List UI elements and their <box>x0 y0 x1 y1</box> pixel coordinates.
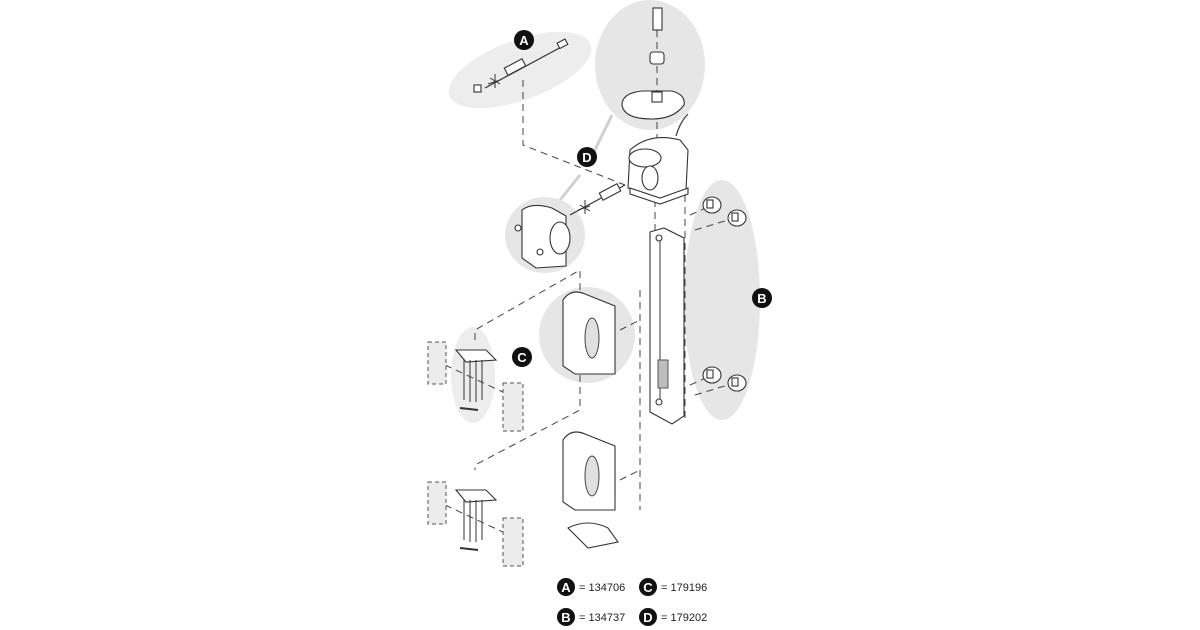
callout-d: D <box>577 147 597 167</box>
filter-sponges-lower <box>427 481 524 567</box>
parts-legend: A = 134706 C = 179196 B = 134737 D = 179… <box>557 578 707 626</box>
assembly-line-b <box>689 206 729 396</box>
group-b-highlight <box>684 180 760 420</box>
callout-d-letter: D <box>582 150 591 165</box>
legend-a-part-number: = 134706 <box>579 582 625 594</box>
filter-cartridge-lower <box>562 431 619 549</box>
legend-d-part-number: = 179202 <box>661 612 707 624</box>
impeller-housing-d <box>514 204 571 269</box>
callout-b: B <box>752 288 772 308</box>
assembly-line-pump <box>654 195 686 420</box>
assembly-line-c1 <box>474 269 581 470</box>
legend-a-letter: A <box>561 580 571 595</box>
legend-c-letter: C <box>643 580 653 595</box>
callout-a: A <box>514 30 534 50</box>
group-a-highlight <box>448 31 592 109</box>
legend-item-d: D = 179202 <box>639 608 707 626</box>
callout-c-letter: C <box>517 350 527 365</box>
filter-sponges-upper <box>427 341 524 432</box>
filter-cartridge-upper <box>562 291 616 375</box>
filter-body-b <box>649 227 685 425</box>
assembly-line-a <box>522 80 626 186</box>
connector-d-housing <box>558 174 582 201</box>
callout-c: C <box>512 347 532 367</box>
legend-b-part-number: = 134737 <box>579 612 625 624</box>
legend-c-part-number: = 179196 <box>661 582 707 594</box>
legend-item-c: C = 179196 <box>639 578 707 596</box>
pump-top-parts <box>621 7 685 120</box>
suction-cups-b <box>702 196 747 392</box>
rotor-shaft-d <box>569 183 626 216</box>
legend-b-letter: B <box>561 610 570 625</box>
impeller-part-a <box>473 38 569 93</box>
pump-motor <box>627 113 689 205</box>
legend-item-b: B = 134737 <box>557 608 625 626</box>
legend-item-a: A = 134706 <box>557 578 625 596</box>
callout-b-letter: B <box>757 291 766 306</box>
legend-d-letter: D <box>643 610 652 625</box>
callout-a-letter: A <box>519 33 529 48</box>
assembly-line-c-side <box>619 290 641 510</box>
